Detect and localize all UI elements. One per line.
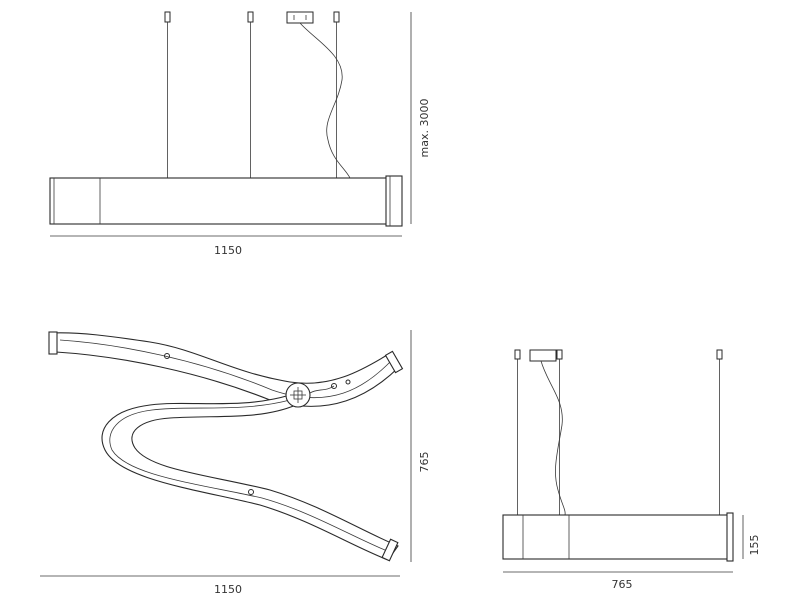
side-view: 765 155 — [502, 349, 761, 591]
plan-width-label: 1150 — [214, 583, 242, 596]
cable-grip-2 — [247, 11, 254, 23]
side-cable-grip-1 — [514, 349, 521, 360]
side-cable-grip-2 — [556, 349, 563, 360]
plan-upper-arm-inner-line — [59, 339, 393, 399]
side-cable-grip-3 — [716, 349, 723, 360]
plan-lower-arm-inner-line — [109, 399, 393, 554]
side-height-label: 155 — [748, 535, 761, 556]
plan-end-cap-left — [48, 331, 58, 355]
plan-canopy-center — [293, 390, 303, 400]
front-end-cap-right — [385, 175, 403, 227]
plan-suspension-point-4 — [248, 489, 254, 495]
side-suspension-cables — [514, 349, 723, 515]
side-power-cord — [540, 360, 566, 516]
front-luminaire-body — [49, 177, 389, 225]
cable-grip-3 — [333, 11, 340, 23]
front-canopy — [286, 11, 314, 24]
plan-suspension-point-3 — [345, 379, 351, 385]
plan-suspension-point-2 — [331, 383, 337, 389]
plan-view: 1150 765 — [40, 330, 431, 596]
plan-cord — [309, 385, 335, 394]
side-luminaire-body — [502, 514, 730, 560]
front-width-label: 1150 — [214, 244, 242, 257]
front-suspension-cables — [164, 11, 340, 178]
plan-end-cap-right-bottom — [381, 538, 399, 562]
plan-upper-arm — [51, 332, 399, 407]
cable-grip-1 — [164, 11, 171, 23]
front-power-cord — [299, 22, 351, 179]
front-view: 1150 max. 3000 — [49, 11, 431, 257]
plan-end-cap-right-top — [384, 350, 404, 374]
front-height-label: max. 3000 — [418, 99, 431, 158]
plan-depth-label: 765 — [418, 452, 431, 473]
side-end-cap — [726, 512, 734, 562]
side-canopy — [529, 349, 557, 362]
side-width-label: 765 — [612, 578, 633, 591]
plan-suspension-point-1 — [164, 353, 170, 359]
